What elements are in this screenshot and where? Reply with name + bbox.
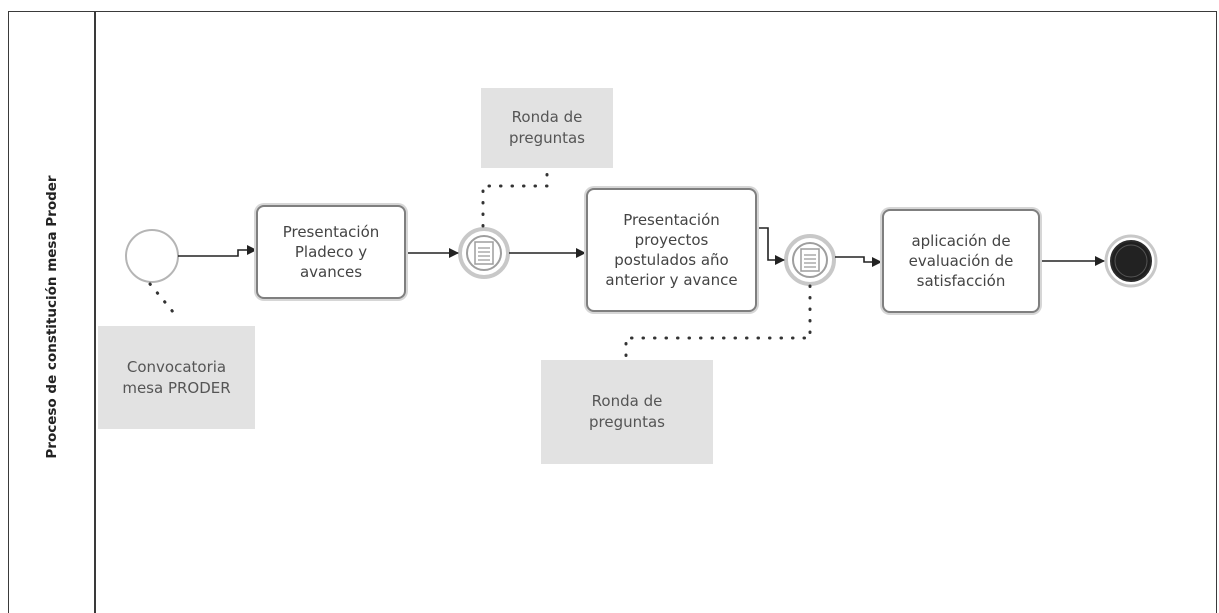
task-label: aplicación de evaluación de satisfacción	[908, 232, 1014, 290]
sequence-flow[interactable]	[178, 245, 257, 257]
document-icon	[474, 241, 494, 265]
pool-frame	[8, 11, 1217, 613]
document-icon	[800, 248, 820, 272]
annotation-ronda-preguntas-bottom[interactable]: Ronda de preguntas	[541, 360, 713, 464]
task-presentacion-pladeco[interactable]: Presentación Pladeco y avances	[256, 205, 406, 299]
association-convocatoria	[148, 282, 180, 320]
lane-divider	[94, 11, 96, 613]
annotation-convocatoria[interactable]: Convocatoria mesa PRODER	[98, 326, 255, 429]
intermediate-event-1[interactable]	[458, 227, 510, 279]
task-presentacion-proyectos[interactable]: Presentación proyectos postulados año an…	[586, 188, 757, 312]
annotation-label: Convocatoria mesa PRODER	[122, 357, 231, 397]
sequence-flow[interactable]	[835, 256, 882, 267]
task-label: Presentación proyectos postulados año an…	[605, 211, 738, 289]
start-event[interactable]	[125, 229, 179, 283]
annotation-ronda-preguntas-top[interactable]: Ronda de preguntas	[481, 88, 613, 168]
intermediate-event-2[interactable]	[784, 234, 836, 286]
annotation-label: Ronda de preguntas	[508, 108, 585, 147]
task-aplicacion-evaluacion[interactable]: aplicación de evaluación de satisfacción	[882, 209, 1040, 313]
end-event[interactable]	[1104, 234, 1158, 288]
annotation-label: Ronda de preguntas	[588, 392, 665, 431]
association-ronda-1	[481, 166, 549, 228]
sequence-flow[interactable]	[757, 227, 785, 265]
task-label: Presentación Pladeco y avances	[282, 223, 380, 281]
